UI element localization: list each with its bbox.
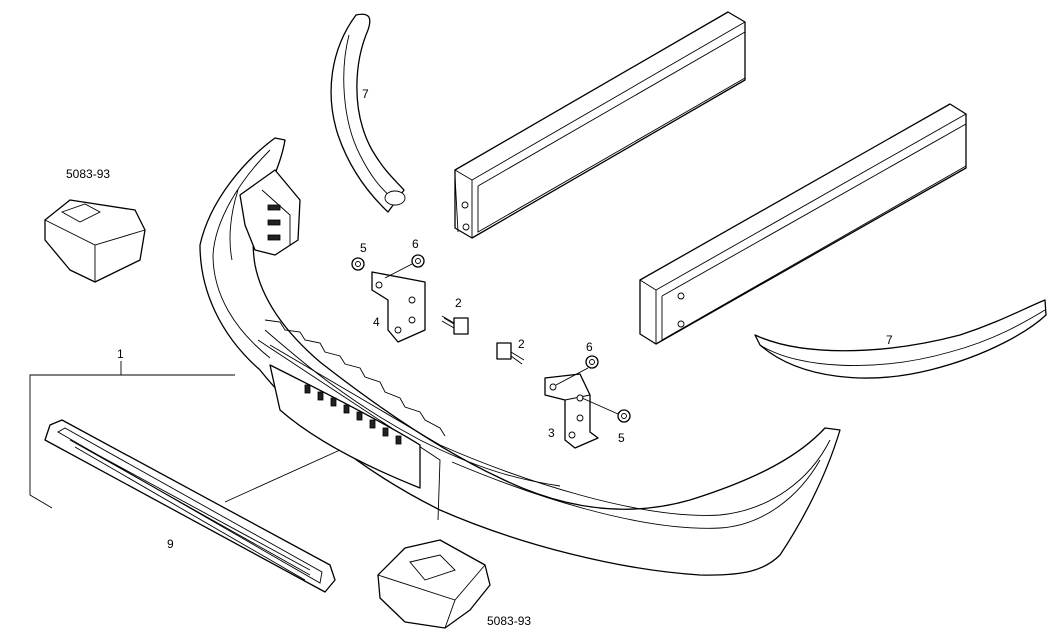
- label-7-right: 7: [886, 333, 893, 347]
- mounting-bracket-4: [371, 271, 426, 343]
- label-9: 9: [167, 537, 174, 551]
- label-7-top: 7: [362, 87, 369, 101]
- step-pad-9: [44, 419, 336, 593]
- front-bumper: [199, 137, 841, 576]
- label-6-right: 6: [586, 340, 593, 354]
- label-2-right: 2: [455, 296, 462, 310]
- bolt-2-center: [496, 342, 525, 365]
- nut-6-left: [384, 254, 425, 279]
- end-cap-5083-93-top: [44, 199, 146, 283]
- label-4: 4: [373, 315, 380, 329]
- end-cap-5083-93-bottom: [377, 539, 491, 629]
- label-5083-93-bottom: 5083-93: [487, 614, 531, 628]
- label-5083-93-top: 5083-93: [66, 167, 110, 181]
- label-5-right: 5: [618, 431, 625, 445]
- label-6-left: 6: [412, 237, 419, 251]
- mounting-bracket-3: [544, 373, 599, 449]
- label-1: 1: [117, 347, 124, 361]
- leader-lines: [29, 361, 341, 509]
- label-3: 3: [548, 426, 555, 440]
- curved-bracket-7-top: [330, 13, 406, 213]
- label-2-center: 2: [518, 337, 525, 351]
- grille-slots: [304, 384, 402, 445]
- nut-6-right: [555, 355, 599, 386]
- curved-bracket-7-right: [754, 299, 1047, 379]
- label-5-left: 5: [360, 241, 367, 255]
- nut-5-left: [351, 257, 365, 271]
- nut-5-right: [581, 397, 631, 423]
- callout-labels: 5083-93 5083-93 7 7 5 6 2 4 2 6 3 5 1 9: [66, 87, 893, 628]
- frame-rail-lower: [639, 103, 967, 345]
- frame-rail-upper: [454, 11, 746, 239]
- bolt-2-right: [441, 315, 469, 335]
